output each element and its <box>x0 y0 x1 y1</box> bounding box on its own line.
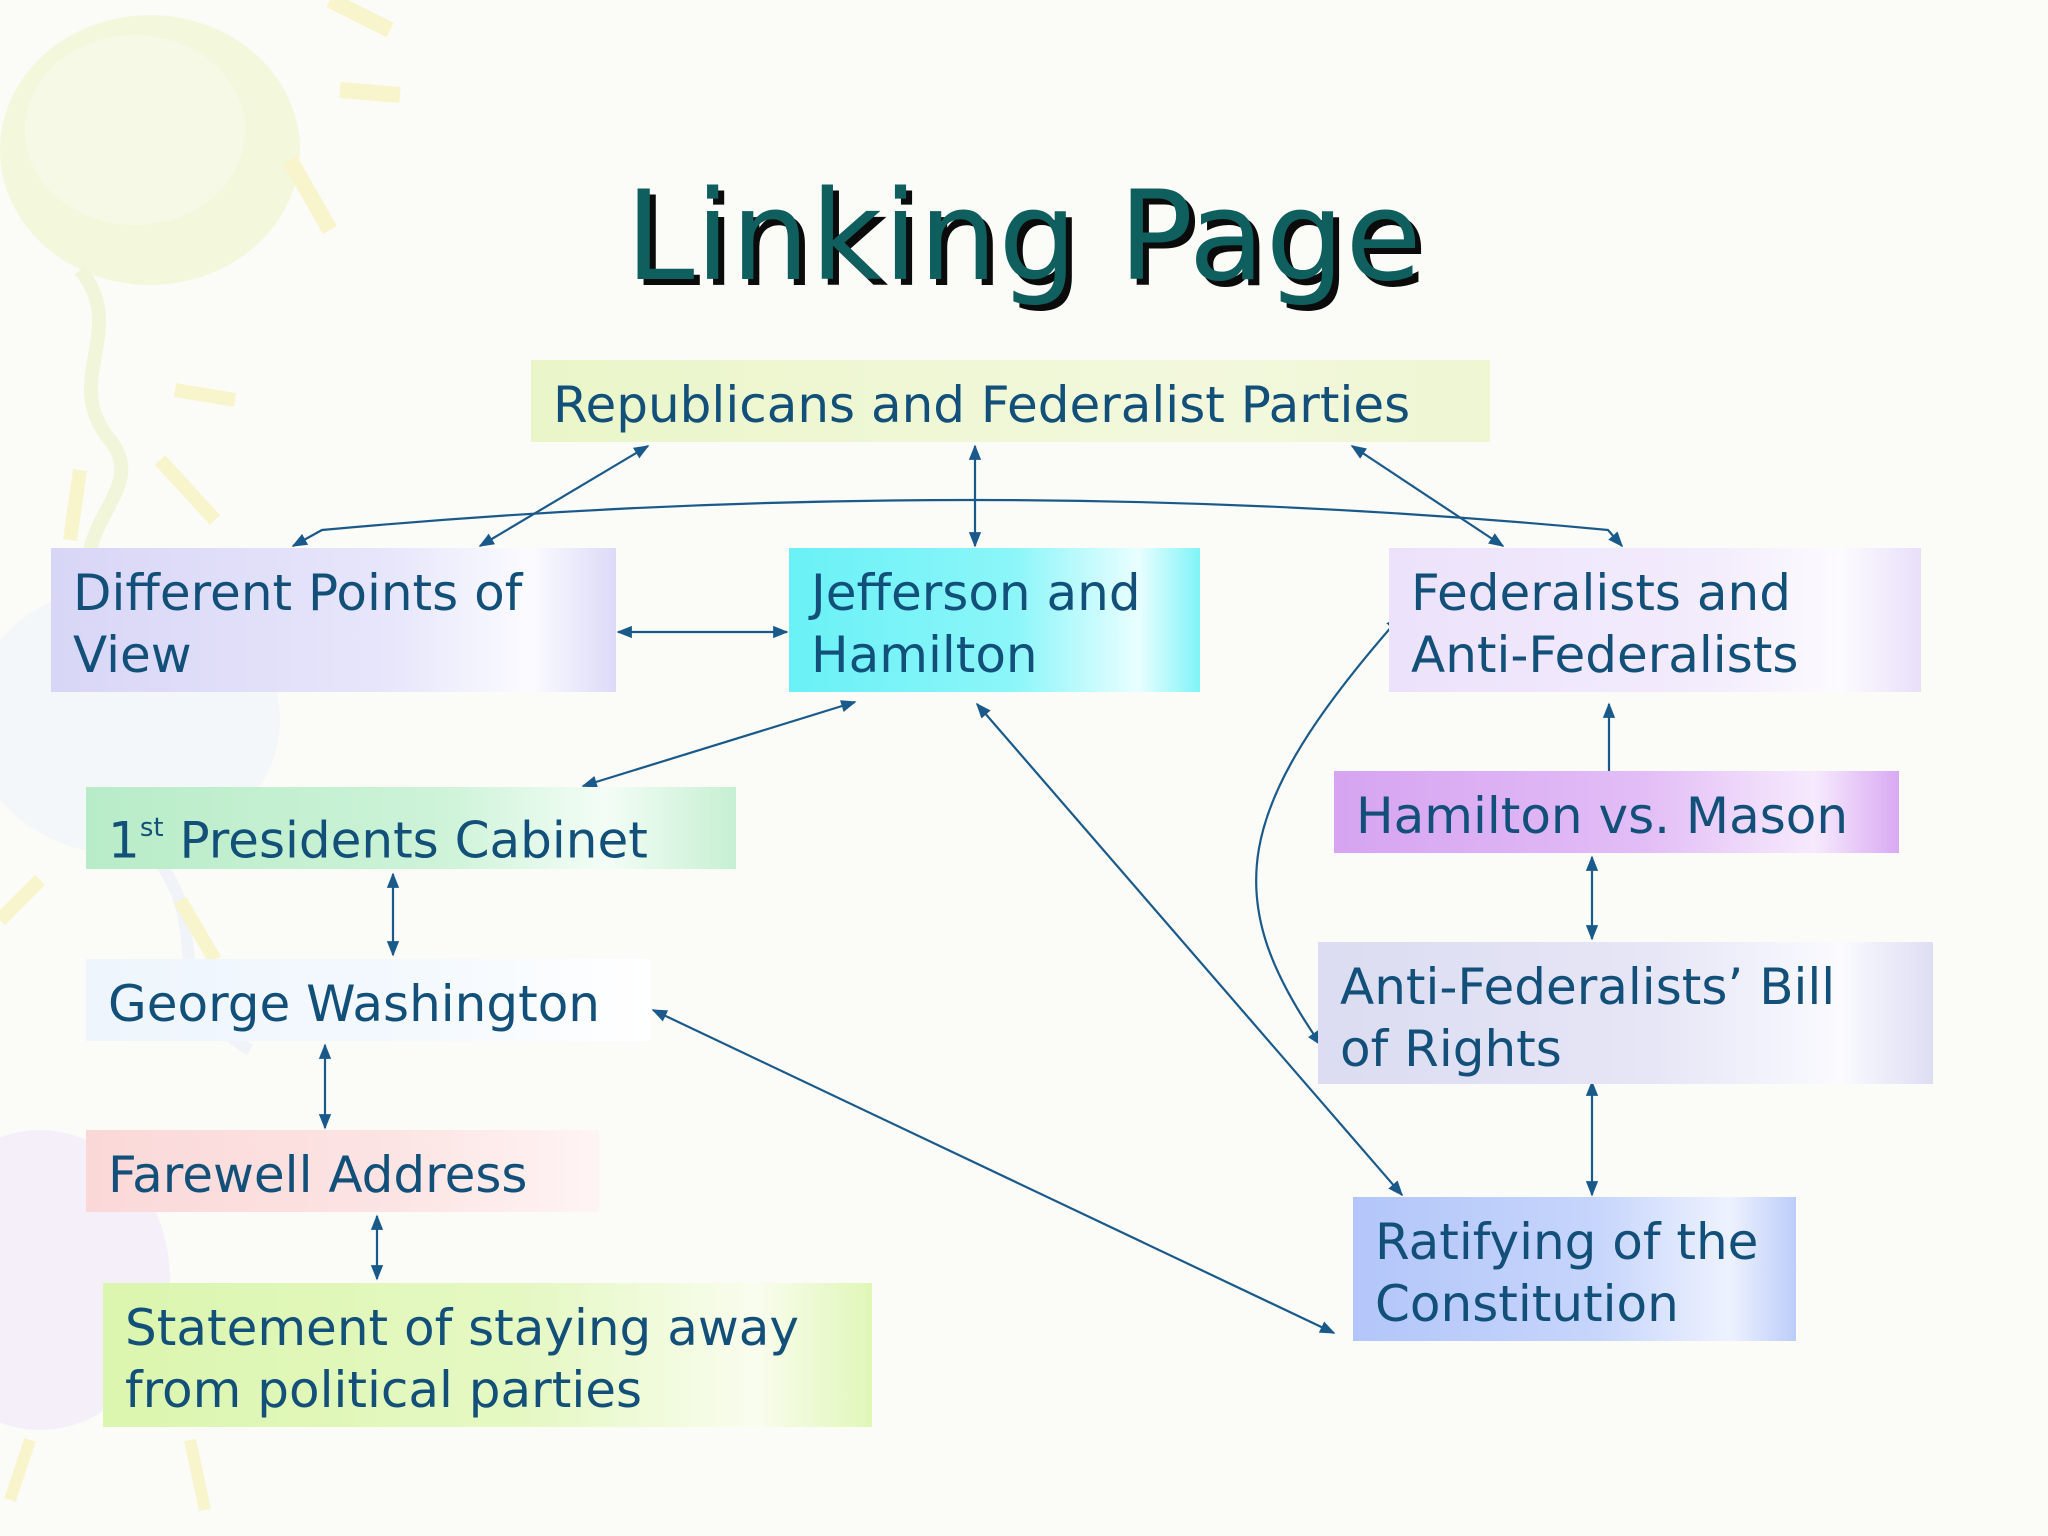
node-label: Hamilton vs. Mason <box>1356 787 1849 845</box>
node-label-line2: Hamilton <box>811 626 1038 684</box>
arrow-jh-cab <box>581 700 857 788</box>
node-federalists-and-anti-federalists[interactable]: Federalists and Anti-Federalists <box>1389 548 1921 692</box>
node-label: George Washington <box>108 975 600 1033</box>
node-label-line1: Anti-Federalists’ Bill <box>1340 958 1836 1016</box>
node-label-line2: from political parties <box>125 1361 643 1419</box>
node-label-line2: of Rights <box>1340 1020 1562 1078</box>
arrow-rep-faf <box>1350 445 1505 547</box>
node-label: Republicans and Federalist Parties <box>553 376 1411 434</box>
node-statement-staying-away[interactable]: Statement of staying away from political… <box>103 1283 872 1427</box>
node-label-line2: Anti-Federalists <box>1411 626 1799 684</box>
node-different-points-of-view[interactable]: Different Points of View <box>51 548 616 692</box>
node-farewell-address[interactable]: Farewell Address <box>86 1130 599 1212</box>
node-label-line1: Different Points of <box>73 564 523 622</box>
node-label-text: Presidents Cabinet <box>163 811 648 870</box>
arrow-dpv-faf <box>291 498 1624 548</box>
node-label-line1: Federalists and <box>1411 564 1791 622</box>
node-jefferson-and-hamilton[interactable]: Jefferson and Hamilton <box>789 548 1200 692</box>
node-ratifying-of-the-constitution[interactable]: Ratifying of the Constitution <box>1353 1197 1796 1341</box>
node-hamilton-vs-mason[interactable]: Hamilton vs. Mason <box>1334 771 1899 853</box>
node-george-washington[interactable]: George Washington <box>86 959 651 1041</box>
node-label-line2: View <box>73 626 192 684</box>
node-label-line1: Statement of staying away <box>125 1299 799 1357</box>
page-title: Linking Page <box>625 165 1423 309</box>
node-anti-federalists-bill-of-rights[interactable]: Anti-Federalists’ Bill of Rights <box>1318 942 1933 1084</box>
node-label-line2: Constitution <box>1375 1275 1679 1333</box>
node-label-line1: Jefferson and <box>811 564 1141 622</box>
node-label-line1: Ratifying of the <box>1375 1213 1759 1271</box>
arrow-rep-dpv <box>478 445 650 547</box>
arrow-faf-afb <box>1255 615 1402 1047</box>
arrow-gw-rat <box>651 1009 1336 1334</box>
node-label-ordinal: 1 <box>108 811 140 870</box>
node-label-ordinal-suffix: st <box>139 813 164 843</box>
node-label: Farewell Address <box>108 1146 528 1204</box>
node-first-presidents-cabinet[interactable]: 1st Presidents Cabinet <box>86 787 736 870</box>
node-republicans-federalist-parties[interactable]: Republicans and Federalist Parties <box>531 360 1490 442</box>
